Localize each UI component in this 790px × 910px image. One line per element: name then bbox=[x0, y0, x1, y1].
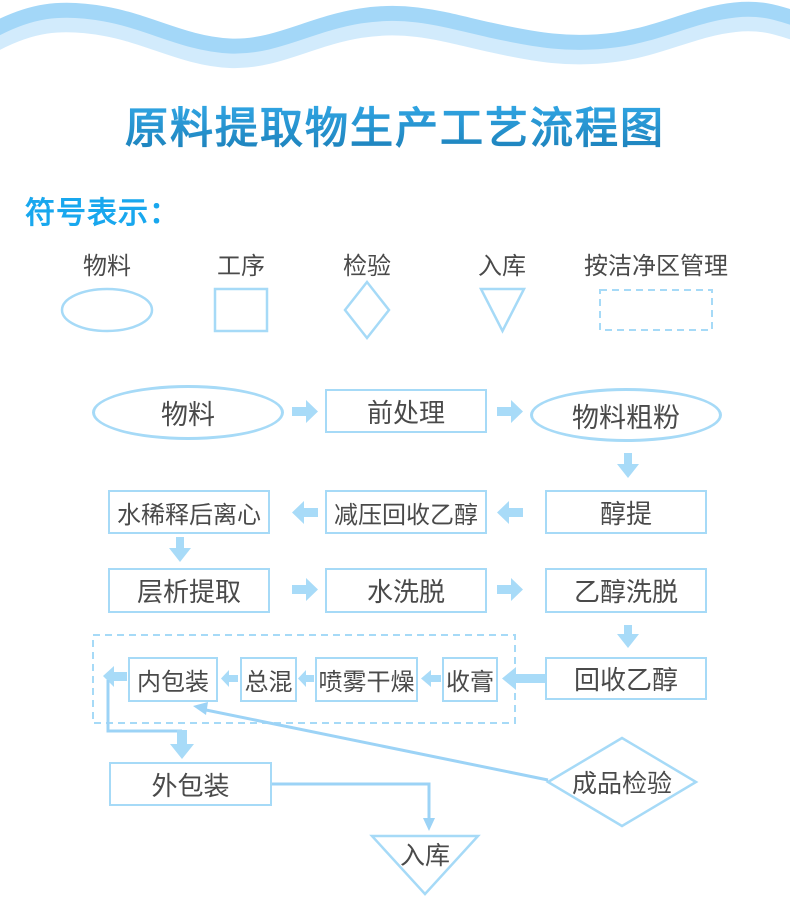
legend-heading: 符号表示： bbox=[25, 197, 180, 230]
arrow-coarse-to-extract bbox=[617, 453, 639, 478]
legend-diamond-shape bbox=[343, 279, 391, 341]
arrow-innerpack-exit bbox=[103, 666, 127, 687]
node-chromatography: 层析提取 bbox=[108, 568, 270, 613]
arrow-waterwash-to-ethwash bbox=[497, 578, 523, 601]
header-wave bbox=[0, 1, 790, 69]
legend-rect-shape bbox=[213, 287, 269, 333]
arrowhead-into-storage bbox=[423, 818, 435, 831]
arrow-recovery-to-dilute bbox=[292, 501, 318, 524]
legend-ellipse-shape bbox=[60, 287, 154, 333]
node-final-inspection-label: 成品检验 bbox=[571, 770, 672, 798]
node-pretreatment: 前处理 bbox=[325, 389, 487, 433]
node-water-dilute-centrifuge: 水稀释后离心 bbox=[108, 490, 270, 534]
node-ethanol-elution: 乙醇洗脱 bbox=[545, 568, 707, 613]
header-wave-light bbox=[0, 13, 790, 69]
node-material: 物料 bbox=[92, 385, 284, 440]
arrowhead-into-innerpack bbox=[193, 702, 208, 715]
legend-label-cleanarea: 按洁净区管理 bbox=[584, 253, 728, 280]
node-spray-drying: 喷雾干燥 bbox=[315, 657, 418, 702]
node-alcohol-extraction: 醇提 bbox=[545, 490, 707, 534]
legend-triangle-shape bbox=[478, 287, 527, 334]
node-water-elution: 水洗脱 bbox=[325, 568, 487, 613]
legend-label-material: 物料 bbox=[83, 253, 131, 280]
node-paste-collection: 收膏 bbox=[442, 657, 498, 702]
node-coarse-powder: 物料粗粉 bbox=[530, 388, 722, 442]
arrow-chroma-to-waterwash bbox=[292, 578, 318, 601]
connector-outerpack-to-storage bbox=[272, 782, 431, 820]
node-total-blend: 总混 bbox=[240, 657, 297, 702]
arrow-spraydry-to-blend bbox=[298, 670, 314, 687]
arrow-blend-to-innerpack bbox=[221, 670, 238, 687]
arrow-ethrecovery-to-paste bbox=[502, 667, 545, 690]
arrow-paste-to-spraydry bbox=[421, 670, 441, 687]
arrow-material-to-pretreat bbox=[292, 400, 318, 423]
node-ethanol-recovery: 回收乙醇 bbox=[545, 657, 707, 700]
legend-label-storage: 入库 bbox=[478, 253, 526, 280]
arrow-dilute-to-chroma bbox=[169, 537, 191, 562]
page-title: 原料提取物生产工艺流程图 bbox=[0, 94, 790, 156]
header-wave-main bbox=[0, 1, 790, 54]
legend-label-inspection: 检验 bbox=[343, 253, 391, 280]
legend-dashed-rect-shape bbox=[599, 289, 713, 331]
legend-label-process: 工序 bbox=[217, 253, 265, 280]
arrow-ethwash-to-ethrecovery bbox=[617, 625, 639, 648]
node-vacuum-ethanol-recovery: 减压回收乙醇 bbox=[325, 490, 487, 534]
arrow-pretreat-to-coarse bbox=[497, 400, 523, 423]
node-storage-label: 入库 bbox=[399, 842, 450, 870]
arrow-extract-to-recovery bbox=[497, 501, 523, 524]
node-outer-packaging: 外包装 bbox=[109, 762, 272, 806]
node-inner-packaging: 内包装 bbox=[128, 657, 218, 702]
arrow-into-outerpack bbox=[170, 730, 194, 759]
